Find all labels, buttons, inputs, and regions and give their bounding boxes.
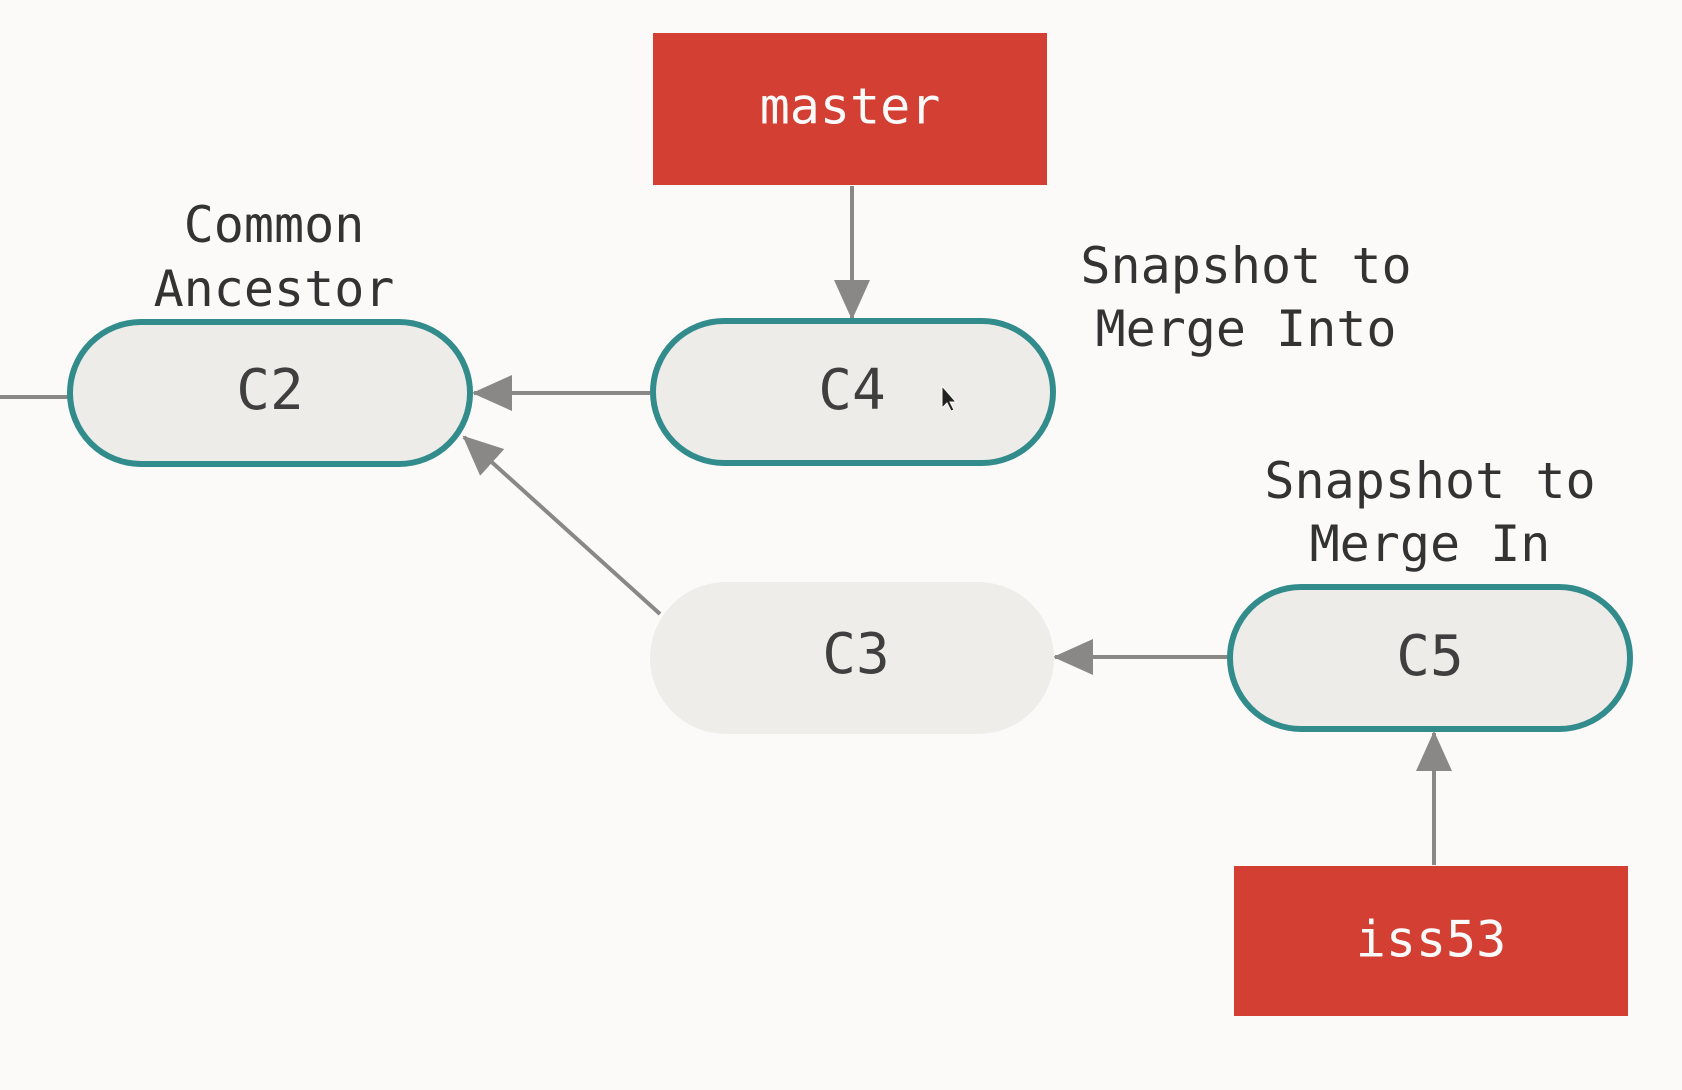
branch-ref-iss53[interactable]: iss53 bbox=[1234, 866, 1628, 1016]
commit-c4-label: C4 bbox=[818, 358, 885, 423]
annotation-merge-into-line-2: Merge Into bbox=[1095, 300, 1396, 358]
annotation-merge-in-line-2: Merge In bbox=[1310, 515, 1551, 573]
branch-ref-iss53-label: iss53 bbox=[1356, 911, 1507, 969]
branch-ref-master[interactable]: master bbox=[653, 33, 1047, 185]
commit-c2-label: C2 bbox=[236, 358, 303, 423]
annotation-common-ancestor: Common Ancestor bbox=[154, 196, 395, 318]
annotation-merge-in: Snapshot to Merge In bbox=[1264, 452, 1595, 573]
mouse-pointer-icon bbox=[941, 384, 958, 412]
arrow-c3-to-c2 bbox=[462, 435, 662, 616]
commit-c5[interactable]: C5 bbox=[1227, 584, 1633, 732]
branch-ref-master-label: master bbox=[760, 78, 941, 136]
commit-c4[interactable]: C4 bbox=[650, 318, 1056, 466]
commit-c3[interactable]: C3 bbox=[650, 582, 1054, 734]
annotation-common-ancestor-line-2: Ancestor bbox=[154, 260, 395, 318]
annotation-merge-in-line-1: Snapshot to bbox=[1264, 452, 1595, 510]
annotation-merge-into-line-1: Snapshot to bbox=[1080, 237, 1411, 295]
annotation-merge-into: Snapshot to Merge Into bbox=[1080, 237, 1411, 358]
commit-c3-label: C3 bbox=[822, 622, 889, 687]
commit-c2[interactable]: C2 bbox=[67, 319, 473, 467]
annotation-common-ancestor-line-1: Common bbox=[184, 196, 365, 254]
commit-c5-label: C5 bbox=[1396, 624, 1463, 689]
